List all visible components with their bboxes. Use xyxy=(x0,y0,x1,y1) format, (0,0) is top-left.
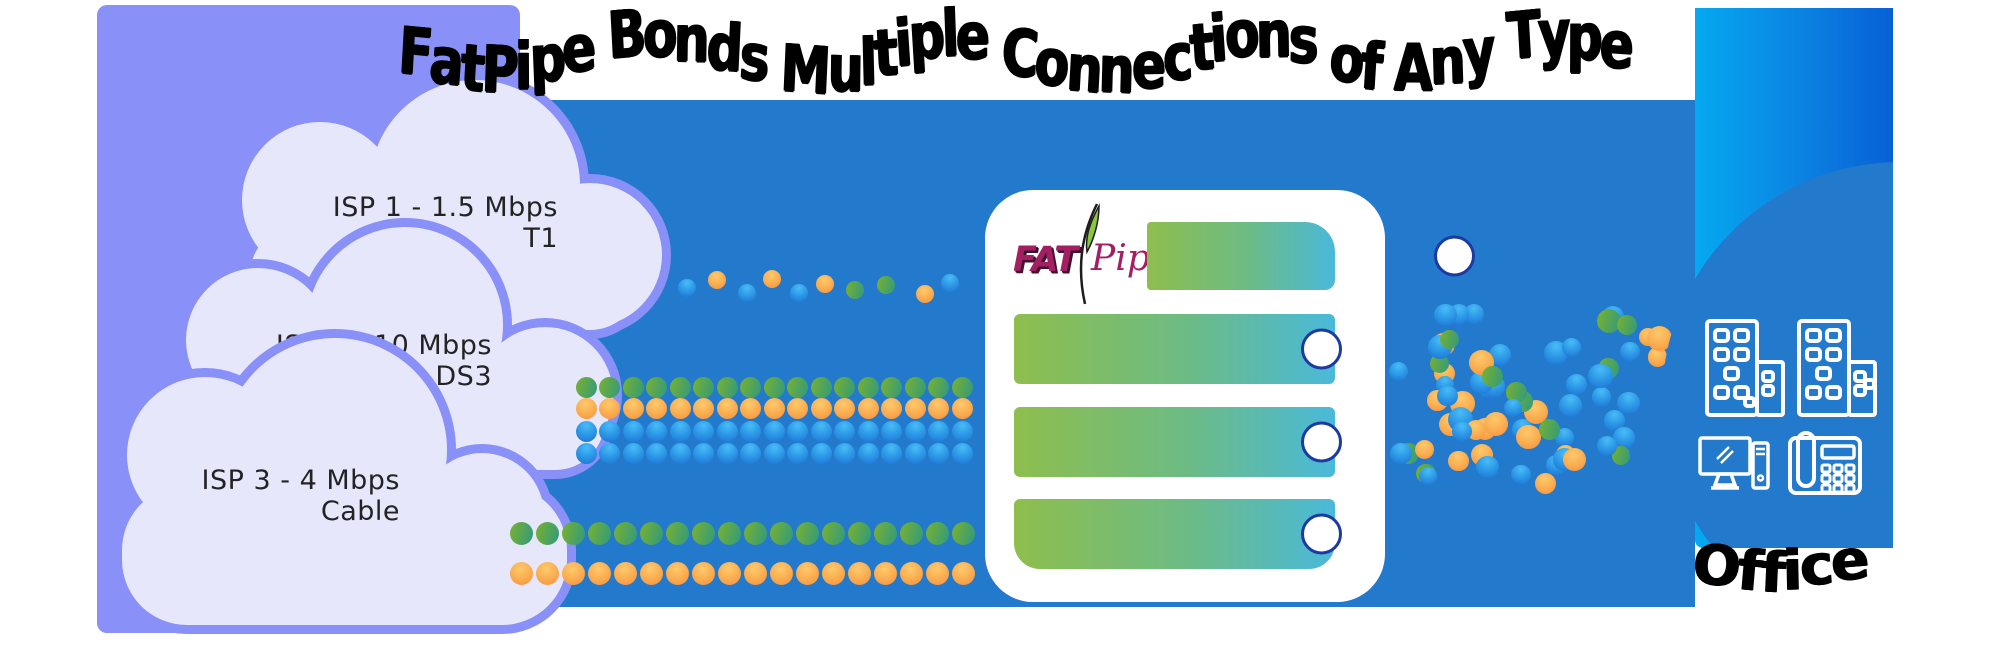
port-circle-2 xyxy=(1301,328,1342,370)
port-circle-3 xyxy=(1301,421,1342,463)
isp1-label-line2: T1 xyxy=(523,223,558,254)
port-circle-1 xyxy=(1434,235,1475,277)
fatpipe-device: FAT Pipe xyxy=(985,190,1475,602)
device-port-bar-1 xyxy=(1147,222,1475,290)
isp3-label: ISP 3 - 4 Mbps Cable xyxy=(170,465,400,527)
device-port-bar-3 xyxy=(1014,407,1342,477)
diagram-title: FatPipe Bonds Multiple Connections of An… xyxy=(396,0,1633,110)
device-port-bar-4 xyxy=(1014,499,1342,569)
isp3-label-line1: ISP 3 - 4 Mbps xyxy=(201,465,400,496)
isp1-label-line1: ISP 1 - 1.5 Mbps xyxy=(332,192,558,223)
device-port-bar-2 xyxy=(1014,314,1342,384)
isp2-label-line2: DS3 xyxy=(435,361,492,392)
logo-fat-text: FAT xyxy=(1013,240,1078,280)
office-panel xyxy=(1657,8,1893,548)
office-buildings-icon xyxy=(1704,318,1786,418)
desktop-computer-icon xyxy=(1698,436,1770,494)
office-label: Office xyxy=(1690,527,1871,607)
isp3-label-line2: Cable xyxy=(320,496,400,527)
office-buildings-icon xyxy=(1796,318,1878,418)
office-phone-icon xyxy=(1788,430,1862,496)
quill-icon xyxy=(1071,202,1105,306)
isp1-label: ISP 1 - 1.5 Mbps T1 xyxy=(330,192,558,254)
port-circle-4 xyxy=(1301,513,1342,555)
fatpipe-logo: FAT Pipe xyxy=(1013,203,1171,305)
